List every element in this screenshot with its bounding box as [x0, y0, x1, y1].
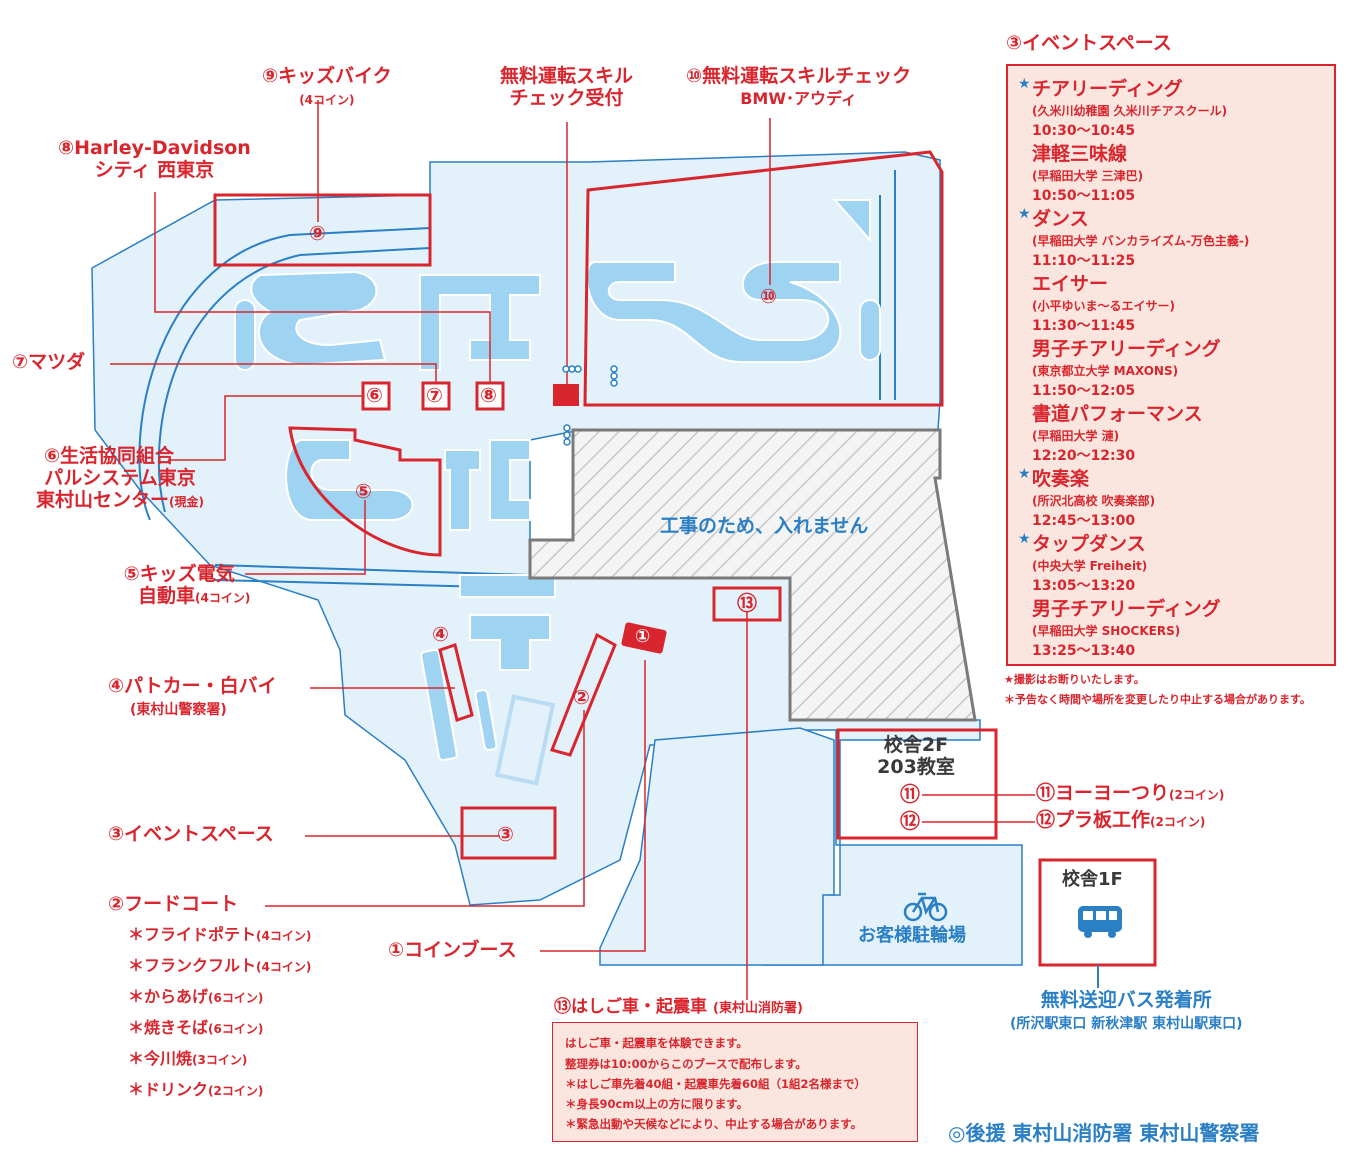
event-item[interactable]: ★タップダンス(中央大学 Freiheit)13:05〜13:20 — [1018, 531, 1148, 594]
marker-10[interactable]: ⑩ — [760, 284, 777, 308]
info-line: ＊緊急出動や天候などにより、中止する場合があります。 — [565, 1117, 863, 1131]
event-item[interactable]: 男子チアリーディング(早稲田大学 SHOCKERS)13:25〜13:40 — [1032, 598, 1221, 659]
bike-parking-label: お客様駐輪場 — [858, 925, 966, 946]
label-yoyo: ⑪ヨーヨーつり(2コイン) — [1036, 782, 1225, 804]
note-schedule-change: ＊予告なく時間や場所を変更したり中止する場合があります。 — [1004, 693, 1311, 706]
food-item: ＊からあげ(6コイン) — [128, 987, 264, 1006]
marker-12[interactable]: ⑫ — [900, 809, 920, 833]
info-line: ＊はしご車先着40組・起震車先着60組（1組2名様まで） — [565, 1077, 867, 1091]
event-item[interactable]: 男子チアリーディング(東京都立大学 MAXONS)11:50〜12:05 — [1032, 338, 1221, 399]
marker-11[interactable]: ⑪ — [900, 782, 920, 806]
food-item: ＊焼きそば(6コイン) — [128, 1018, 264, 1037]
marker-5[interactable]: ⑤ — [355, 479, 372, 503]
event-space-heading: ③イベントスペース — [1006, 32, 1172, 54]
food-item: ＊フライドポテト(4コイン) — [128, 925, 312, 944]
course-shapes — [234, 199, 931, 786]
small-booths — [361, 381, 667, 654]
event-item[interactable]: ★ダンス(早稲田大学 バンカライズム-万色主義-)11:10〜11:25 — [1018, 206, 1250, 269]
event-schedule: ★チアリーディング(久米川幼稚園 久米川チアスクール)10:30〜10:45 津… — [1006, 64, 1336, 666]
signal-icons — [562, 365, 618, 446]
note-no-photo: ★撮影はお断りいたします。 — [1004, 673, 1145, 686]
event-item[interactable]: エイサー(小平ゆいま〜るエイサー)11:30〜11:45 — [1032, 273, 1175, 334]
label-event-space: ③イベントスペース — [108, 823, 274, 845]
marker-7[interactable]: ⑦ — [426, 383, 443, 407]
label-coin-booth: ①コインブース — [388, 939, 517, 961]
label-reception: 無料運転スキルチェック受付 — [500, 65, 634, 109]
event-item[interactable]: ★チアリーディング(久米川幼稚園 久米川チアスクール)10:30〜10:45 — [1018, 76, 1228, 139]
marker-1[interactable]: ① — [635, 626, 651, 647]
marker-6[interactable]: ⑥ — [366, 383, 383, 407]
marker-13[interactable]: ⑬ — [737, 591, 757, 615]
school-1f-label: 校舎1F — [1062, 869, 1123, 890]
marker-3[interactable]: ③ — [497, 822, 514, 846]
label-kids-bike: ⑨キッズバイク (4コイン) — [262, 65, 392, 107]
marker-9[interactable]: ⑨ — [309, 221, 326, 245]
label-food-court: ②フードコート — [108, 893, 239, 915]
star-icon: ★ — [1018, 466, 1031, 482]
food-item: ＊フランクフルト(4コイン) — [128, 956, 312, 975]
event-item[interactable]: ★吹奏楽(所沢北高校 吹奏楽部)12:45〜13:00 — [1018, 466, 1156, 529]
marker-2[interactable]: ② — [573, 685, 590, 709]
info-line: ＊身長90cm以上の方に限ります。 — [565, 1097, 749, 1111]
marker-4[interactable]: ④ — [432, 622, 449, 646]
label-ladder-truck: ⑬はしご車・起震車(東村山消防署) — [554, 997, 803, 1017]
bus-icon — [1078, 906, 1122, 938]
event-item[interactable]: 津軽三味線(早稲田大学 三津巴)10:50〜11:05 — [1032, 143, 1144, 204]
info-line: 整理券は10:00からこのブースで配布します。 — [565, 1057, 807, 1071]
info-line: はしご車・起震車を体験できます。 — [565, 1036, 748, 1050]
support-label: ◎後援 東村山消防署 東村山警察署 — [948, 1121, 1260, 1145]
food-item: ＊今川焼(3コイン) — [128, 1049, 248, 1068]
bike-icon — [903, 892, 948, 922]
label-kids-ev: ⑤キッズ電気自動車(4コイン) — [123, 563, 251, 607]
label-mazda: ⑦マツダ — [12, 351, 86, 373]
food-item: ＊ドリンク(2コイン) — [128, 1080, 264, 1099]
ladder-truck-info: はしご車・起震車を体験できます。 整理券は10:00からこのブースで配布します。… — [552, 1022, 918, 1142]
marker-8[interactable]: ⑧ — [480, 383, 497, 407]
event-item[interactable]: 書道パフォーマンス(早稲田大学 漣)12:20〜12:30 — [1032, 403, 1203, 464]
label-police: ④パトカー・白バイ(東村山警察署) — [108, 675, 277, 718]
star-icon: ★ — [1018, 76, 1031, 92]
food-list: ＊フライドポテト(4コイン) ＊フランクフルト(4コイン) ＊からあげ(6コイン… — [128, 920, 311, 1106]
label-palsystem: ⑥生活協同組合パルシステム東京 東村山センター(現金) — [36, 445, 204, 511]
label-plaban: ⑫プラ板工作(2コイン) — [1036, 809, 1206, 831]
construction-area — [528, 428, 977, 722]
construction-label: 工事のため、入れません — [660, 515, 869, 537]
star-icon: ★ — [1018, 531, 1031, 547]
bus-stop-label: 無料送迎バス発着所(所沢駅東口 新秋津駅 東村山駅東口) — [1010, 989, 1243, 1032]
star-icon: ★ — [1018, 206, 1031, 222]
booth-areas — [213, 150, 1157, 967]
leader-lines — [110, 100, 1035, 1000]
